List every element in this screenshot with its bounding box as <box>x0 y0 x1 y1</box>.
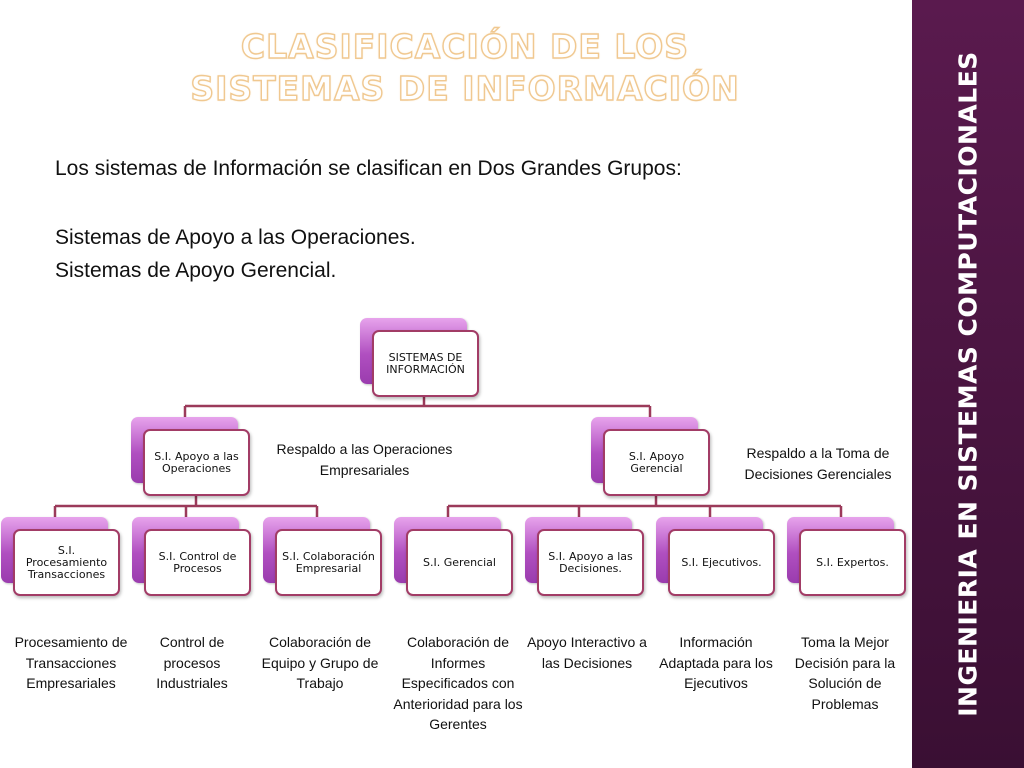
node-label: S.I. Expertos. <box>816 555 889 569</box>
node-label: SISTEMAS DE INFORMACIÓN <box>386 350 465 376</box>
node-label: S.I. Ejecutivos. <box>681 555 762 569</box>
group-operations-text: Sistemas de Apoyo a las Operaciones. <box>55 226 416 249</box>
connector-management-leaves <box>446 494 843 517</box>
side-banner-text: INGENIERIA EN SISTEMAS COMPUTACIONALES <box>953 51 983 717</box>
node-box: S.I. Apoyo a las Operaciones <box>143 429 250 496</box>
leaf-description-expertos: Toma la Mejor Decisión para la Solución … <box>794 634 896 712</box>
node-box: S.I. Expertos. <box>799 529 906 596</box>
connector-lines <box>53 395 843 517</box>
node-label: S.I. Control de Procesos <box>158 549 237 575</box>
node-box: S.I. Colaboración Empresarial <box>275 529 382 596</box>
node-box: SISTEMAS DE INFORMACIÓN <box>372 330 479 397</box>
intro-text: Los sistemas de Información se clasifica… <box>55 157 682 180</box>
node-box: S.I. Control de Procesos <box>144 529 251 596</box>
leaf-description-procesamiento: Procesamiento de Transacciones Empresari… <box>14 634 128 691</box>
page-title-line-1: CLASIFICACIÓN DE LOS <box>240 26 690 66</box>
node-box: S.I. Procesamiento Transacciones <box>13 529 120 596</box>
page-title-line-2: SISTEMAS DE INFORMACIÓN <box>190 68 740 108</box>
leaf-description-gerencial: Colaboración de Informes Especificados c… <box>393 634 523 732</box>
leaf-description-decisiones: Apoyo Interactivo a las Decisiones <box>527 634 647 671</box>
page-title: CLASIFICACIÓN DE LOS SISTEMAS DE INFORMA… <box>150 26 780 110</box>
group-management-description: Respaldo a la Toma de Decisiones Gerenci… <box>744 445 892 482</box>
leaf-description-ejecutivos: Información Adaptada para los Ejecutivos <box>659 634 773 691</box>
node-box: S.I. Ejecutivos. <box>668 529 775 596</box>
node-box: S.I. Apoyo a las Decisiones. <box>537 529 644 596</box>
node-label: S.I. Gerencial <box>423 555 496 569</box>
connector-root-groups <box>183 395 652 418</box>
node-label: S.I. Apoyo Gerencial <box>628 449 685 475</box>
node-box: S.I. Gerencial <box>406 529 513 596</box>
node-box: S.I. Apoyo Gerencial <box>603 429 710 496</box>
node-label: S.I. Apoyo a las Decisiones. <box>548 549 633 575</box>
leaf-description-colaboracion: Colaboración de Equipo y Grupo de Trabaj… <box>261 634 379 691</box>
node-label: S.I. Apoyo a las Operaciones <box>154 449 239 475</box>
node-label: S.I. Colaboración Empresarial <box>282 549 375 575</box>
group-management-text: Sistemas de Apoyo Gerencial. <box>55 259 337 282</box>
group-operations-description: Respaldo a las Operaciones Empresariales <box>276 441 453 478</box>
connector-operations-leaves <box>53 494 319 517</box>
side-banner <box>912 0 1024 768</box>
node-label: S.I. Procesamiento Transacciones <box>25 543 108 581</box>
leaf-description-control: Control de procesos Industriales <box>156 634 228 691</box>
